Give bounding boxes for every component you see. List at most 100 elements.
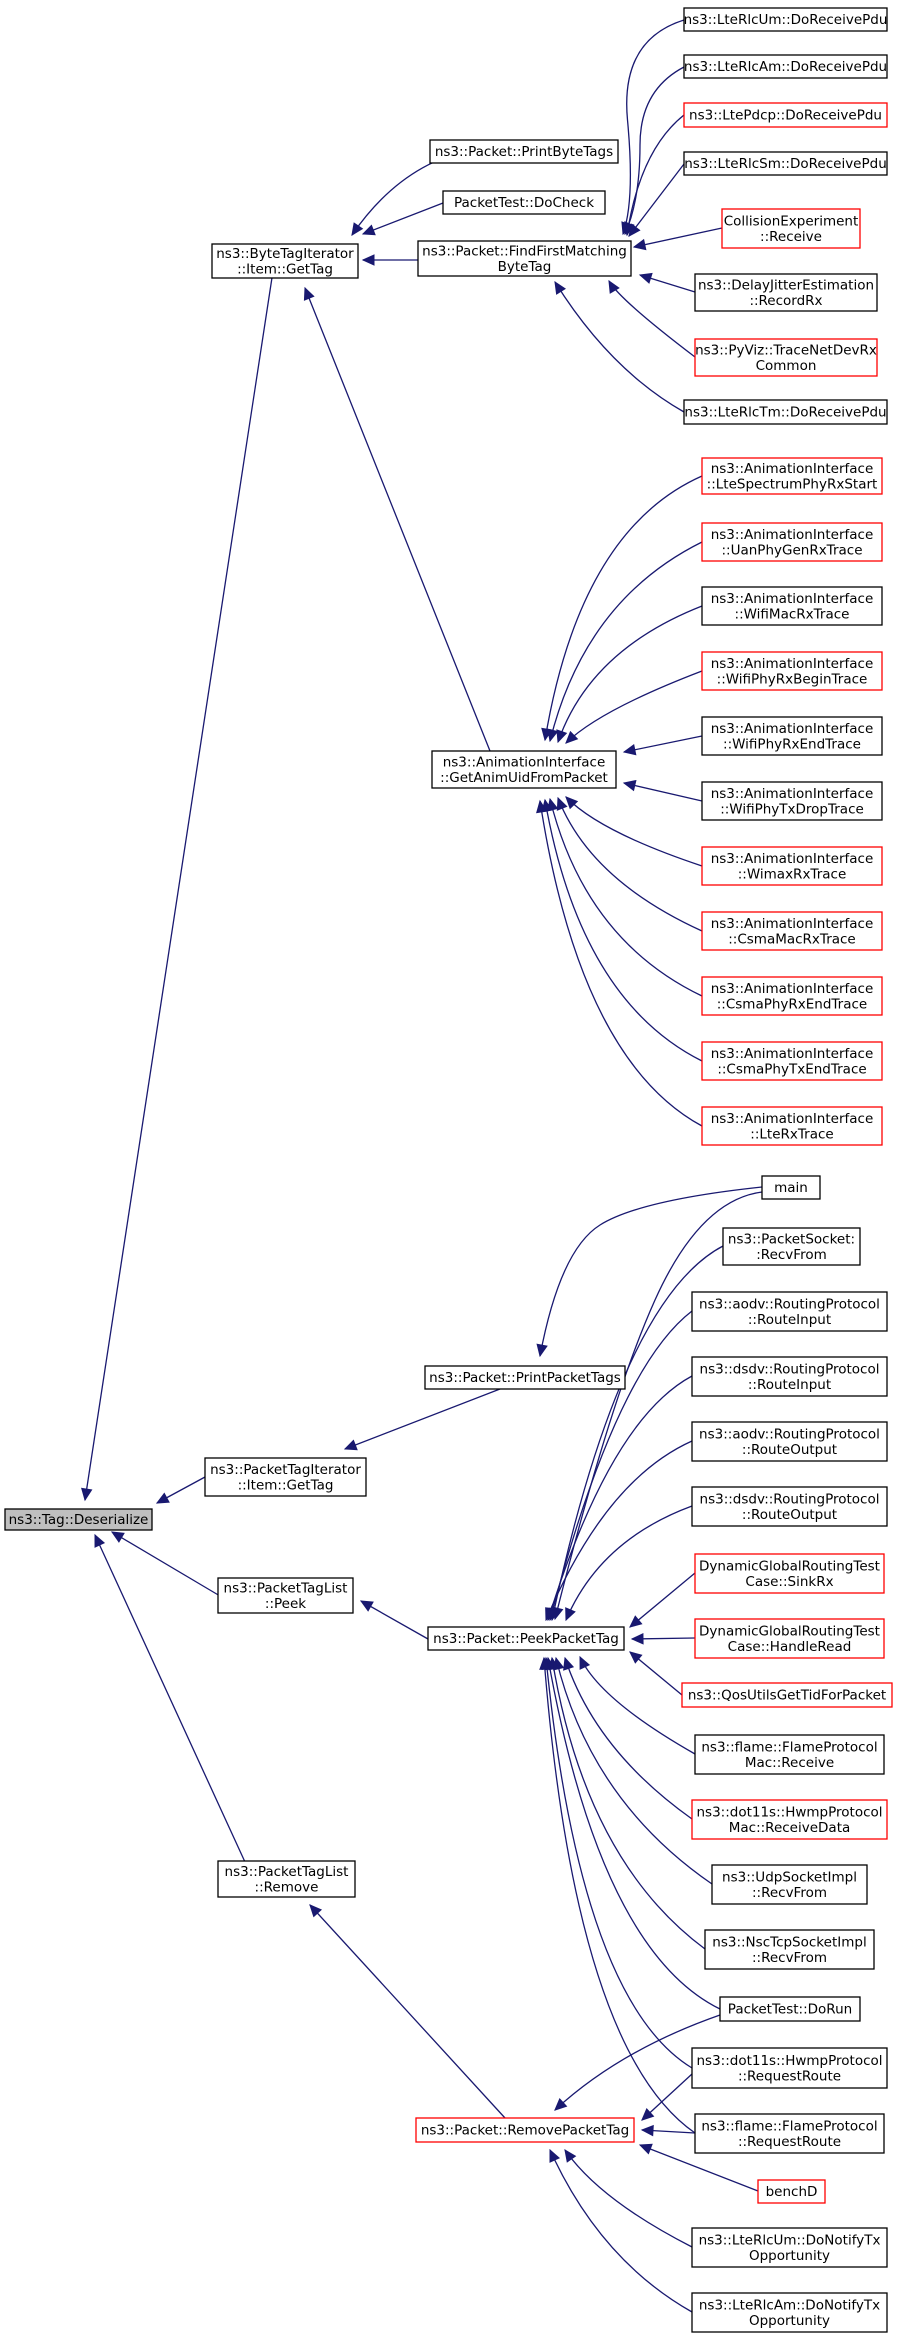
node-box xyxy=(429,139,619,164)
node-label-line: ::WifiMacRxTrace xyxy=(735,606,850,622)
node-ai-ltespectrum[interactable]: ns3::AnimationInterface::LteSpectrumPhyR… xyxy=(701,457,883,495)
node-label-line: ns3::Packet::RemovePacketTag xyxy=(421,2123,629,2139)
node-ai-wifiphytxdrop[interactable]: ns3::AnimationInterface::WifiPhyTxDropTr… xyxy=(701,781,883,821)
node-packetsocket-recvfrom[interactable]: ns3::PacketSocket::RecvFrom xyxy=(722,1227,861,1266)
node-label-line: ns3::AnimationInterface xyxy=(711,656,874,672)
node-dsdv-routeinput[interactable]: ns3::dsdv::RoutingProtocol::RouteInput xyxy=(691,1356,888,1397)
node-main[interactable]: main xyxy=(761,1175,821,1200)
node-ai-csmaphyrxend[interactable]: ns3::AnimationInterface::CsmaPhyRxEndTra… xyxy=(701,976,883,1016)
edge-line xyxy=(639,2144,759,2192)
node-label-line: ns3::LteRlcAm::DoNotifyTx xyxy=(699,2297,880,2313)
node-label-line: Case::SinkRx xyxy=(745,1574,833,1590)
node-lterlcsm-recv[interactable]: ns3::LteRlcSm::DoReceivePdu xyxy=(683,151,888,176)
node-udpsocket-recvfrom[interactable]: ns3::UdpSocketImpl::RecvFrom xyxy=(711,1864,868,1905)
node-aodv-routeinput[interactable]: ns3::aodv::RoutingProtocol::RouteInput xyxy=(691,1291,888,1332)
node-label-line: ns3::aodv::RoutingProtocol xyxy=(699,1296,880,1312)
node-box xyxy=(701,781,883,821)
node-ai-csmaphytxend[interactable]: ns3::AnimationInterface::CsmaPhyTxEndTra… xyxy=(701,1041,883,1081)
node-flame-requestroute[interactable]: ns3::flame::FlameProtocol::RequestRoute xyxy=(694,2113,885,2154)
node-nsctcp-recvfrom[interactable]: ns3::NscTcpSocketImpl::RecvFrom xyxy=(704,1929,875,1970)
node-box xyxy=(4,1508,153,1531)
node-delayjitter[interactable]: ns3::DelayJitterEstimation::RecordRx xyxy=(694,273,878,312)
arrowhead-icon xyxy=(608,279,620,294)
node-benchd[interactable]: benchD xyxy=(757,2179,826,2204)
node-packettest-docheck[interactable]: PacketTest::DoCheck xyxy=(442,190,606,215)
arrowhead-icon xyxy=(554,2097,568,2111)
node-ai-csmamacrx[interactable]: ns3::AnimationInterface::CsmaMacRxTrace xyxy=(701,911,883,951)
arrowhead-icon xyxy=(629,1615,643,1628)
node-packettest-dorun[interactable]: PacketTest::DoRun xyxy=(719,1996,861,2022)
node-ai-uanphy[interactable]: ns3::AnimationInterface::UanPhyGenRxTrac… xyxy=(701,522,883,562)
node-removepackettag[interactable]: ns3::Packet::RemovePacketTag xyxy=(415,2117,635,2143)
edge-ai_uanphy-to-getanimuid xyxy=(547,541,703,743)
node-label-line: ns3::NscTcpSocketImpl xyxy=(712,1934,866,1950)
node-qosutils[interactable]: ns3::QosUtilsGetTidForPacket xyxy=(681,1682,893,1708)
node-label-line: ::WifiPhyRxBeginTrace xyxy=(717,671,868,687)
edge-line xyxy=(94,1534,246,1863)
node-collision-recv[interactable]: CollisionExperiment::Receive xyxy=(721,208,861,249)
edge-main-to-printpackettags xyxy=(536,1186,763,1358)
node-label-line: ::RecvFrom xyxy=(752,1885,827,1901)
node-label-line: ns3::Packet::FindFirstMatching xyxy=(422,243,627,259)
node-ptl-remove[interactable]: ns3::PacketTagList::Remove xyxy=(217,1860,356,1898)
node-aodv-routeoutput[interactable]: ns3::aodv::RoutingProtocol::RouteOutput xyxy=(691,1421,888,1462)
edge-lterlcum_notify-to-removepackettag xyxy=(564,2149,693,2248)
node-printpackettags[interactable]: ns3::Packet::PrintPacketTags xyxy=(424,1365,626,1390)
node-label-line: ::CsmaMacRxTrace xyxy=(728,931,856,947)
node-box xyxy=(691,1421,888,1462)
node-bti-gettag[interactable]: ns3::ByteTagIterator::Item::GetTag xyxy=(211,243,359,279)
edge-lterlcum_recv-to-findfirst xyxy=(621,19,685,236)
node-getanimuid[interactable]: ns3::AnimationInterface::GetAnimUidFromP… xyxy=(431,750,617,789)
edge-lterlcam_notify-to-removepackettag xyxy=(549,2148,693,2313)
edge-getanimuid-to-bti_gettag xyxy=(303,286,493,757)
node-ptl-peek[interactable]: ns3::PacketTagList::Peek xyxy=(217,1577,354,1614)
node-ai-wimaxrx[interactable]: ns3::AnimationInterface::WimaxRxTrace xyxy=(701,846,883,886)
node-dsdv-routeoutput[interactable]: ns3::dsdv::RoutingProtocol::RouteOutput xyxy=(691,1486,888,1527)
node-label-line: ::RecvFrom xyxy=(752,1950,827,1966)
node-box xyxy=(691,1291,888,1332)
node-ai-wifiphyrxbegin[interactable]: ns3::AnimationInterface::WifiPhyRxBeginT… xyxy=(701,651,883,691)
edge-dot11s_requestroute-to-removepackettag xyxy=(641,2073,693,2121)
node-lterlcam-recv[interactable]: ns3::LteRlcAm::DoReceivePdu xyxy=(683,54,888,79)
arrowhead-icon xyxy=(303,286,315,301)
node-ltepdcp-recv[interactable]: ns3::LtePdcp::DoReceivePdu xyxy=(683,102,888,128)
node-lterlctm-recv[interactable]: ns3::LteRlcTm::DoReceivePdu xyxy=(683,399,888,425)
node-label-line: ::RecordRx xyxy=(749,293,822,309)
edge-line xyxy=(551,1245,724,1621)
node-label-line: ns3::dsdv::RoutingProtocol xyxy=(700,1361,880,1377)
edges-layer xyxy=(81,19,763,2313)
edge-qosutils-to-peekpackettag xyxy=(629,1651,683,1696)
node-dot11s-mac-receivedata[interactable]: ns3::dot11s::HwmpProtocolMac::ReceiveDat… xyxy=(691,1799,888,1840)
edge-ai_lterx-to-getanimuid xyxy=(536,799,703,1127)
node-box xyxy=(683,151,888,176)
edge-flame_requestroute-to-removepackettag xyxy=(640,2124,696,2137)
node-ai-wifimacrx[interactable]: ns3::AnimationInterface::WifiMacRxTrace xyxy=(701,586,883,626)
node-label-line: Opportunity xyxy=(749,2248,830,2264)
edge-line xyxy=(549,541,703,742)
node-box xyxy=(442,190,606,215)
node-label-line: DynamicGlobalRoutingTest xyxy=(699,1558,880,1574)
node-box xyxy=(701,651,883,691)
node-box xyxy=(694,273,878,312)
node-printbytetags[interactable]: ns3::Packet::PrintByteTags xyxy=(429,139,619,164)
arrowhead-icon xyxy=(638,272,653,284)
node-pti-gettag[interactable]: ns3::PacketTagIterator::Item::GetTag xyxy=(204,1457,367,1497)
node-dot11s-requestroute[interactable]: ns3::dot11s::HwmpProtocol::RequestRoute xyxy=(691,2047,888,2089)
node-ai-wifiphyrxend[interactable]: ns3::AnimationInterface::WifiPhyRxEndTra… xyxy=(701,716,883,756)
node-peekpackettag[interactable]: ns3::Packet::PeekPacketTag xyxy=(427,1626,625,1651)
edge-pti_gettag-to-root xyxy=(155,1476,206,1504)
node-ai-lterx[interactable]: ns3::AnimationInterface::LteRxTrace xyxy=(701,1106,883,1146)
edge-line xyxy=(539,800,703,1127)
arrowhead-icon xyxy=(632,238,647,251)
node-lterlcum-recv[interactable]: ns3::LteRlcUm::DoReceivePdu xyxy=(683,7,888,32)
node-label-line: ::WifiPhyRxEndTrace xyxy=(723,736,861,752)
arrowhead-icon xyxy=(554,280,566,295)
node-label-line: ns3::AnimationInterface xyxy=(711,916,874,932)
